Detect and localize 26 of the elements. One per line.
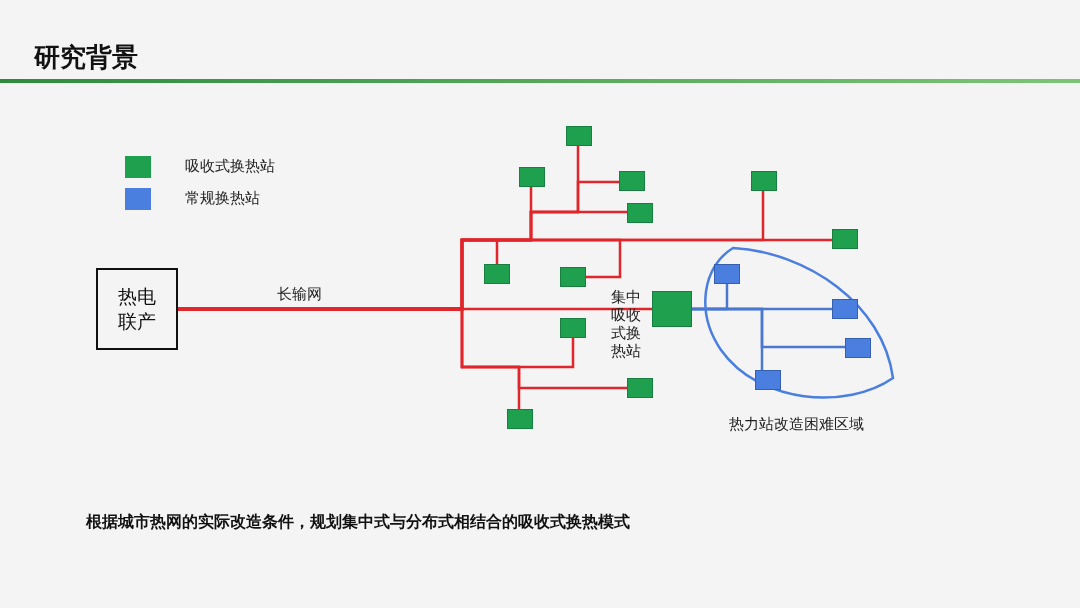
region-label: 热力站改造困难区域 — [729, 415, 864, 434]
caption: 根据城市热网的实际改造条件，规划集中式与分布式相结合的吸收式换热模式 — [86, 512, 630, 533]
title: 研究背景 — [34, 41, 138, 74]
station-box — [484, 264, 510, 284]
station-box — [627, 203, 653, 223]
station-box — [627, 378, 653, 398]
legend-label: 吸收式换热站 — [185, 157, 275, 176]
station-box — [560, 318, 586, 338]
process-box: 热电联产 — [96, 268, 178, 350]
station-box — [519, 167, 545, 187]
station-box — [755, 370, 781, 390]
station-box — [845, 338, 871, 358]
station-box — [751, 171, 777, 191]
station-box — [566, 126, 592, 146]
station-box — [714, 264, 740, 284]
legend-label: 常规换热站 — [185, 189, 260, 208]
pipe-line — [692, 307, 764, 370]
pipe-line — [178, 307, 521, 409]
edge-label: 长输网 — [275, 285, 324, 304]
station-label: 集中吸收式换热站 — [611, 288, 642, 360]
station-box — [832, 299, 858, 319]
station-box — [507, 409, 533, 429]
station-box — [560, 267, 586, 287]
station-box — [619, 171, 645, 191]
station-box — [832, 229, 858, 249]
station-box — [652, 291, 692, 327]
